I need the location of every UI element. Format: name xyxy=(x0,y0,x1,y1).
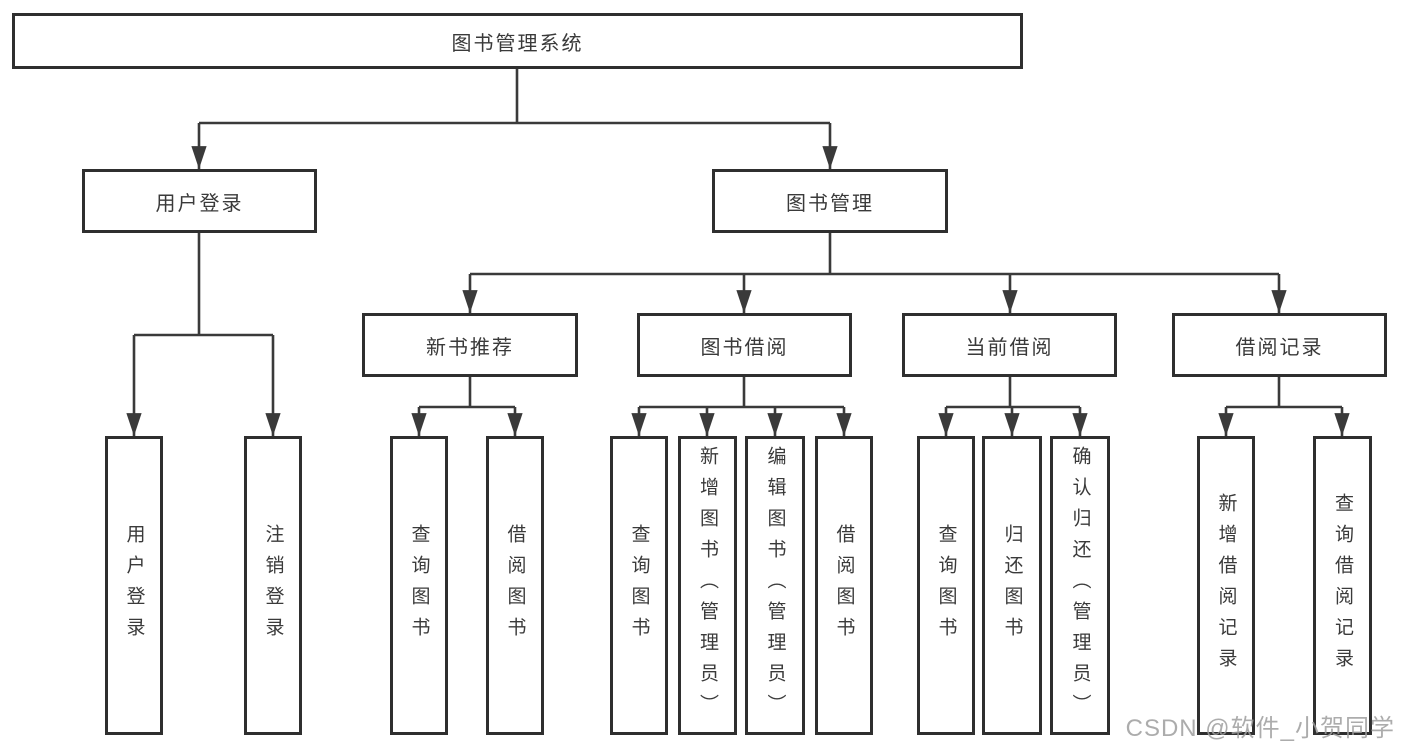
node-book-borrowing: 图书借阅 xyxy=(637,313,852,377)
node-leaf-query-books-2: 查询图书 xyxy=(610,436,668,735)
node-leaf-borrow-books-2: 借阅图书 xyxy=(815,436,873,735)
node-leaf-edit-books-admin: 编辑图书（管理员） xyxy=(745,436,805,735)
node-leaf-return-books: 归还图书 xyxy=(982,436,1042,735)
node-leaf-confirm-return-admin: 确认归还（管理员） xyxy=(1050,436,1110,735)
node-leaf-query-books-3: 查询图书 xyxy=(917,436,975,735)
node-current-borrowing: 当前借阅 xyxy=(902,313,1117,377)
node-leaf-borrow-books-1: 借阅图书 xyxy=(486,436,544,735)
node-new-book-recommendation: 新书推荐 xyxy=(362,313,578,377)
node-leaf-logout: 注销登录 xyxy=(244,436,302,735)
node-user-login-module: 用户登录 xyxy=(82,169,317,233)
node-leaf-user-login: 用户登录 xyxy=(105,436,163,735)
node-leaf-query-books-1: 查询图书 xyxy=(390,436,448,735)
node-root-system: 图书管理系统 xyxy=(12,13,1023,69)
node-leaf-add-borrow-record: 新增借阅记录 xyxy=(1197,436,1255,735)
node-borrowing-records: 借阅记录 xyxy=(1172,313,1387,377)
node-book-management-module: 图书管理 xyxy=(712,169,948,233)
node-leaf-query-borrow-record: 查询借阅记录 xyxy=(1313,436,1372,735)
node-leaf-add-books-admin: 新增图书（管理员） xyxy=(678,436,737,735)
